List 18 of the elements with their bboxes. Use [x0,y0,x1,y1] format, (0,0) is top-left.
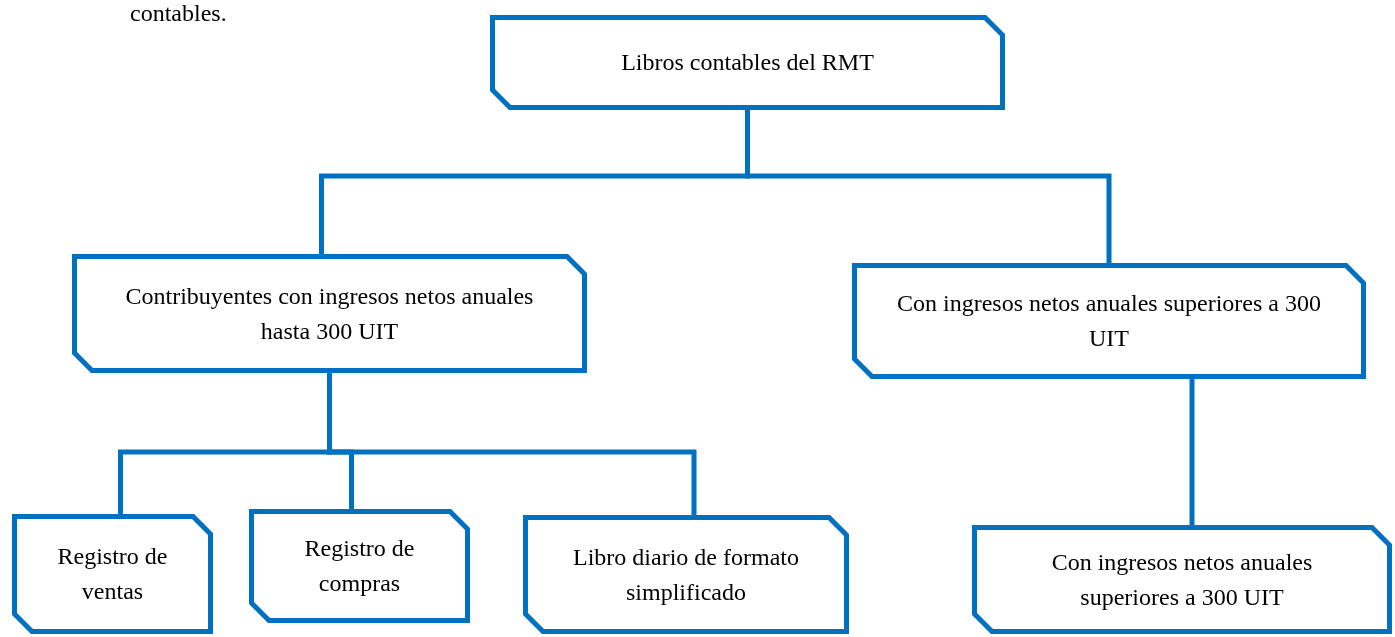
chamfered-box [852,263,1366,379]
chamfered-box [490,15,1005,110]
chamfered-box [12,514,213,634]
box-label: Contribuyentes con ingresos netos anuales hasta 300 UIT [124,281,535,346]
connector-line [1189,379,1195,525]
box-label: Registro de compras [303,534,416,598]
box-label: Con ingresos netos anuales superiores a 300 UIT [1050,547,1314,612]
box-label: Libros contables del RMT [621,48,874,78]
chamfered-box [523,515,849,634]
chamfered-box [72,254,587,373]
box-label: Con ingresos netos anuales superiores a 300 UIT [896,289,1322,353]
connector-line [745,110,1112,263]
chamfered-box [249,509,470,623]
box-label: Registro de ventas [56,542,169,606]
connector-line [327,373,697,515]
note-text: contables. [130,1,227,25]
chamfered-box [972,525,1392,634]
box-label: Libro diario de formato simplificado [572,542,800,607]
